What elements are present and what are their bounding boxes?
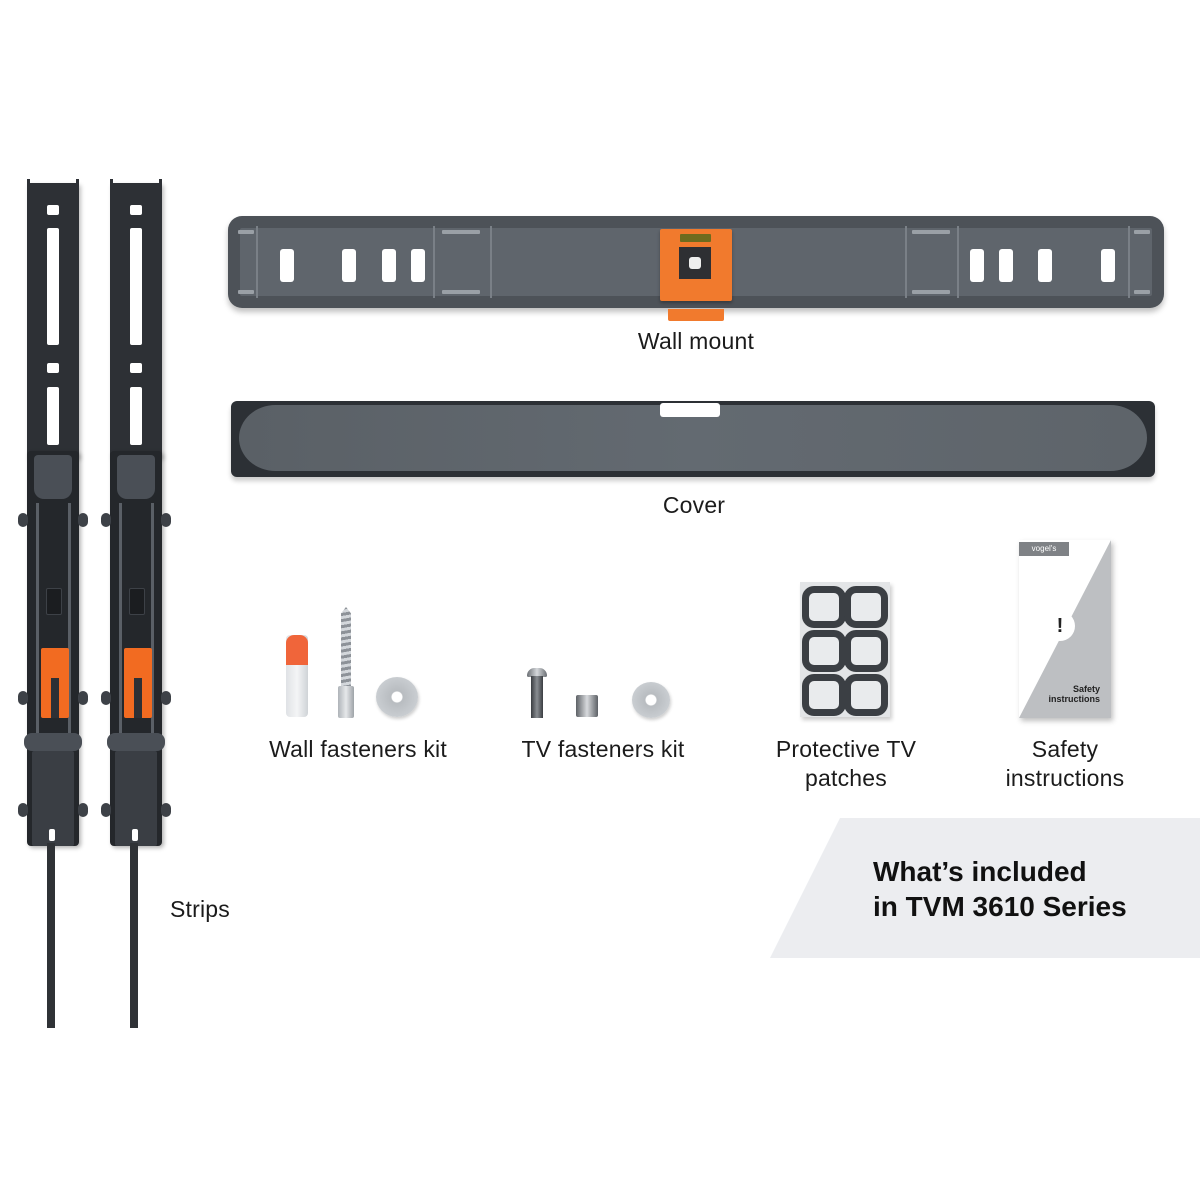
vogels-logo: vogel's xyxy=(1019,542,1069,556)
orange-lock-clip xyxy=(41,648,69,718)
spirit-level-icon xyxy=(660,229,732,301)
title-line2: in TVM 3610 Series xyxy=(873,891,1127,922)
spacer-icon xyxy=(576,695,598,717)
tv-fasteners-label: TV fasteners kit xyxy=(521,736,685,762)
bolt-icon xyxy=(527,668,547,677)
cover-label: Cover xyxy=(662,492,726,518)
strip-pull-cord xyxy=(47,843,55,1028)
booklet-text-line1: Safety xyxy=(1072,684,1100,694)
safety-label-line1: Safety xyxy=(1031,736,1099,762)
patches-label-line2: patches xyxy=(805,765,887,791)
wall-mount-label: Wall mount xyxy=(637,328,755,354)
booklet-text-line2: instructions xyxy=(1048,694,1100,704)
strips-label: Strips xyxy=(170,896,230,922)
page-title: What’s included in TVM 3610 Series xyxy=(873,854,1127,924)
washer-icon xyxy=(632,682,670,718)
strip-pull-cord xyxy=(130,843,138,1028)
exclamation-icon: ! xyxy=(1045,611,1075,641)
title-panel xyxy=(770,818,1200,958)
patches-label-line1: Protective TV xyxy=(775,736,917,762)
safety-label-line2: instructions xyxy=(1005,765,1125,791)
safety-booklet-image: vogel's ! Safety instructions xyxy=(1019,540,1111,718)
cover-image xyxy=(231,401,1155,477)
wall-fasteners-label: Wall fasteners kit xyxy=(269,736,447,762)
washer-icon xyxy=(376,677,418,717)
strip-right xyxy=(101,179,171,1043)
wood-screw-icon xyxy=(341,607,351,687)
protective-patches-image xyxy=(800,582,890,717)
strip-rail xyxy=(110,179,162,458)
wall-plug-icon xyxy=(286,635,308,717)
title-line1: What’s included xyxy=(873,856,1087,887)
orange-lock-clip xyxy=(124,648,152,718)
strip-left xyxy=(18,179,88,1043)
strip-rail xyxy=(27,179,79,458)
